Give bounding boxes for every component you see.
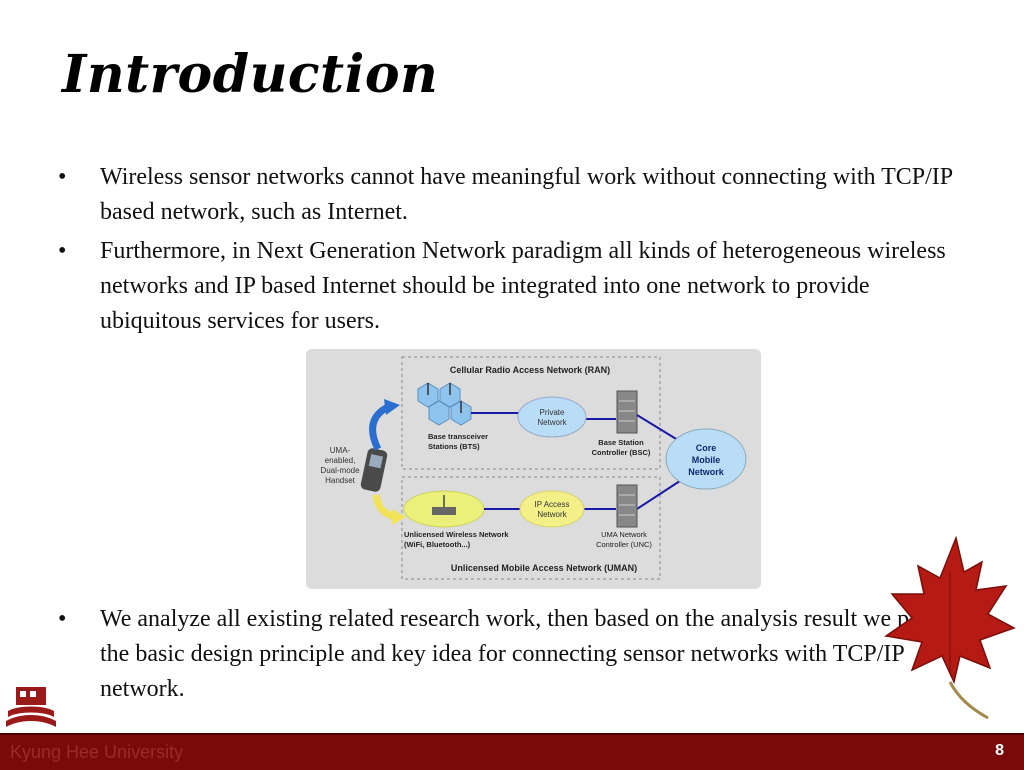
bullet-text: We analyze all existing related research… [100, 606, 967, 702]
arrow-up-icon [369, 403, 390, 451]
svg-text:Base Station: Base Station [598, 438, 644, 447]
svg-text:enabled,: enabled, [325, 456, 356, 465]
ip-access-cloud [519, 490, 585, 528]
uman-box [401, 476, 661, 580]
bullet-dot: • [58, 164, 67, 190]
bts-label: Base transceiver Stations (BTS) [428, 432, 488, 451]
svg-text:UMA Network: UMA Network [601, 530, 647, 539]
phone-icon [360, 448, 388, 492]
svg-text:Stations (BTS): Stations (BTS) [428, 442, 480, 451]
svg-text:Dual-mode: Dual-mode [320, 466, 360, 475]
private-network-cloud [517, 396, 587, 438]
unc-label: UMA Network Controller (UNC) [596, 530, 652, 549]
bullet-dot: • [58, 606, 67, 632]
university-logo-icon [6, 687, 56, 727]
core-network-cloud [665, 428, 747, 490]
ip-access-label: IP Access Network [535, 500, 570, 519]
bullet-item: • Furthermore, in Next Generation Networ… [58, 234, 958, 339]
handset-label: UMA- enabled, Dual-mode Handset [320, 446, 360, 485]
bullet-text: Furthermore, in Next Generation Network … [100, 238, 946, 334]
ran-box [401, 356, 661, 470]
core-network-label: Core Mobile Network [688, 443, 725, 477]
svg-text:Controller (UNC): Controller (UNC) [596, 540, 652, 549]
network-diagram: Cellular Radio Access Network (RAN) Unli… [306, 349, 761, 589]
page-number: 8 [995, 742, 1004, 759]
footer-university: Kyung Hee University [10, 742, 184, 762]
svg-text:Network: Network [537, 418, 567, 427]
maple-leaf-icon [884, 535, 1016, 720]
svg-text:UMA-: UMA- [330, 446, 351, 455]
ran-title: Cellular Radio Access Network (RAN) [450, 365, 610, 375]
svg-text:Core: Core [696, 443, 717, 453]
footer-bar: Kyung Hee University 8 [0, 733, 1024, 770]
svg-text:Unlicensed Wireless Network: Unlicensed Wireless Network [404, 530, 509, 539]
bullet-dot: • [58, 238, 67, 264]
bottom-bullet-list: • We analyze all existing related resear… [58, 602, 968, 711]
network-diagram-svg: Cellular Radio Access Network (RAN) Unli… [320, 356, 747, 580]
antenna-icon [427, 383, 462, 413]
svg-text:Mobile: Mobile [692, 455, 721, 465]
svg-text:Private: Private [540, 408, 565, 417]
bsc-server-icon [616, 390, 638, 434]
svg-text:Handset: Handset [325, 476, 356, 485]
unlicensed-label: Unlicensed Wireless Network (WiFi, Bluet… [404, 530, 509, 549]
bullet-text: Wireless sensor networks cannot have mea… [100, 164, 953, 225]
bsc-label: Base Station Controller (BSC) [592, 438, 651, 457]
svg-text:Network: Network [537, 510, 567, 519]
svg-text:IP Access: IP Access [535, 500, 570, 509]
svg-text:Network: Network [688, 467, 725, 477]
unc-server-icon [616, 484, 638, 528]
bts-cells-icon [417, 382, 472, 426]
private-network-label: Private Network [537, 408, 567, 427]
bullet-item: • We analyze all existing related resear… [58, 602, 968, 707]
bullet-list: • Wireless sensor networks cannot have m… [58, 160, 958, 343]
slide-title: Introduction [62, 44, 439, 105]
svg-text:Base transceiver: Base transceiver [428, 432, 488, 441]
wifi-router-icon [432, 495, 456, 515]
bullet-item: • Wireless sensor networks cannot have m… [58, 160, 958, 230]
svg-text:Controller (BSC): Controller (BSC) [592, 448, 651, 457]
svg-text:(WiFi, Bluetooth...): (WiFi, Bluetooth...) [404, 540, 471, 549]
uman-title: Unlicensed Mobile Access Network (UMAN) [451, 563, 637, 573]
